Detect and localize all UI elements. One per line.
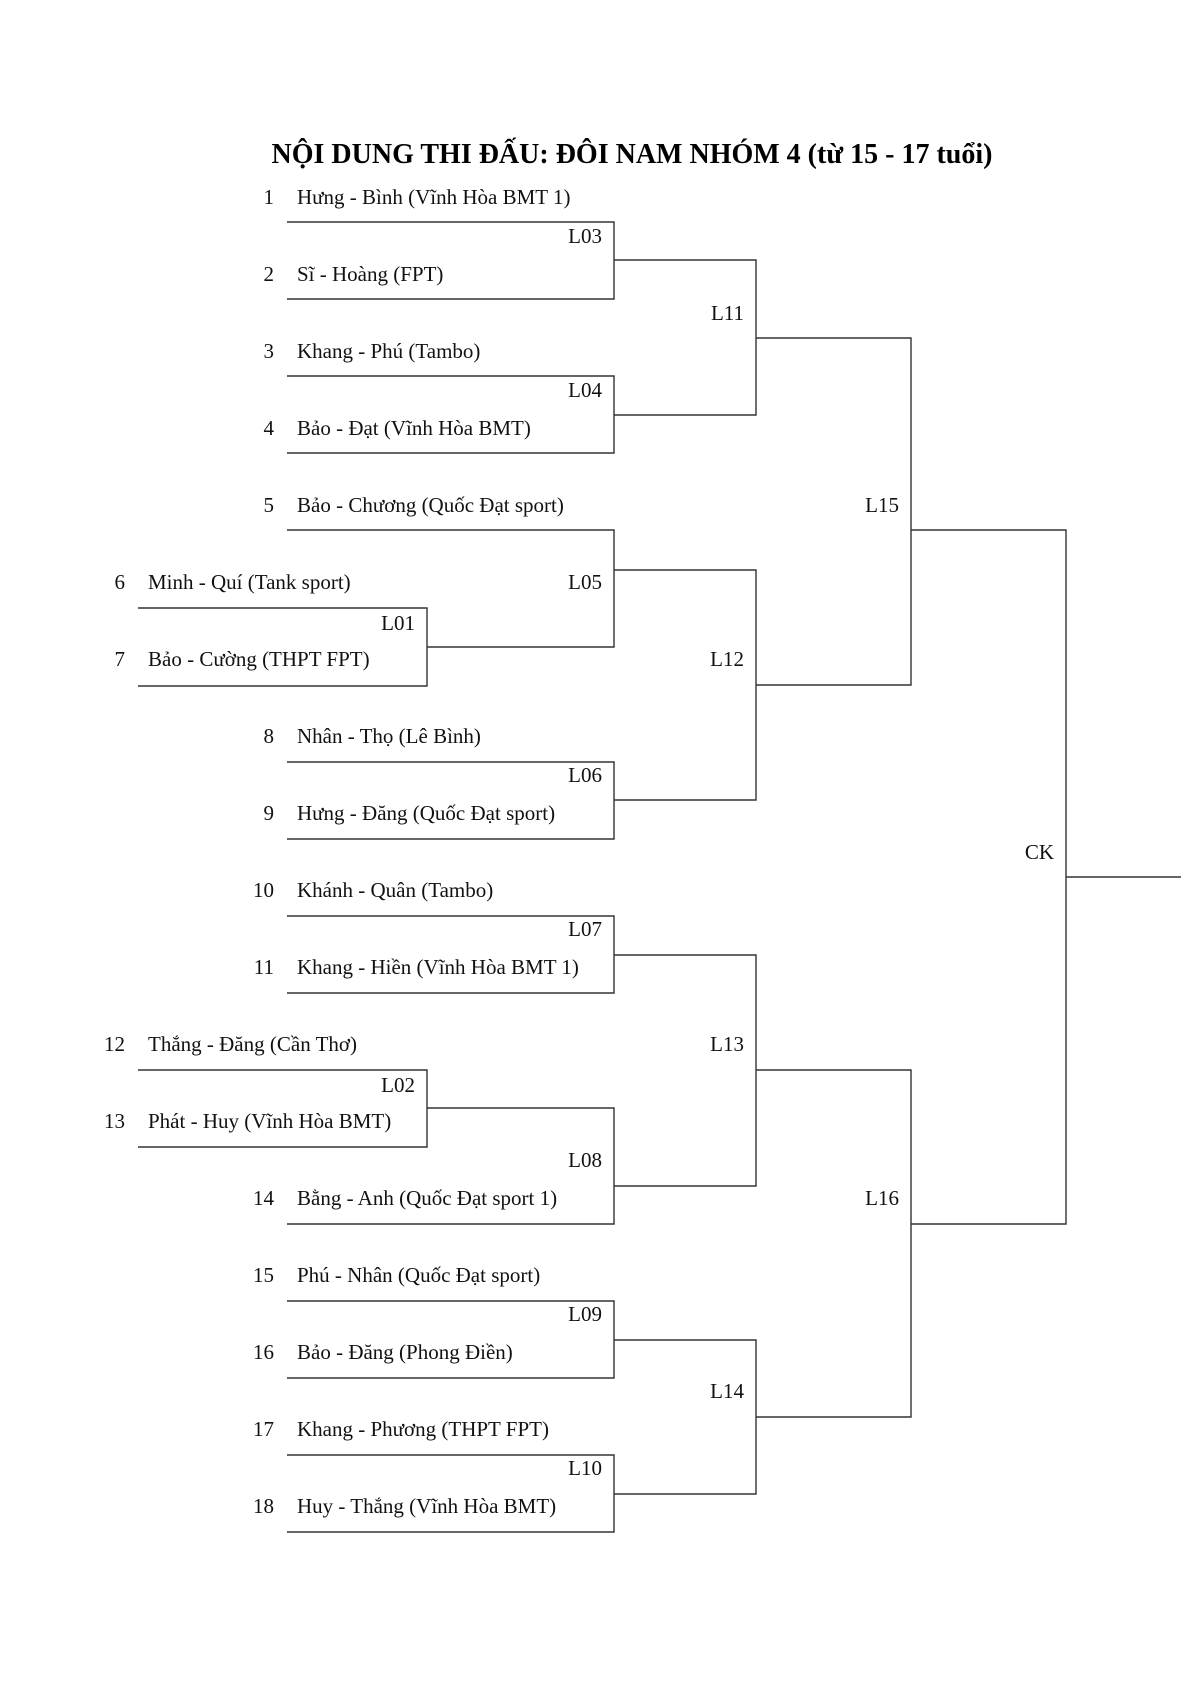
- team-seed: 3: [264, 339, 275, 363]
- team-name: Bảo - Chương (Quốc Đạt sport): [297, 493, 564, 517]
- team-name: Sĩ - Hoàng (FPT): [297, 262, 443, 286]
- team-name: Bảo - Đạt (Vĩnh Hòa BMT): [297, 416, 531, 440]
- bracket-line-l11: [614, 259, 757, 416]
- team-name: Minh - Quí (Tank sport): [148, 570, 351, 594]
- team-seed: 1: [264, 185, 275, 209]
- team-name: Khang - Hiền (Vĩnh Hòa BMT 1): [297, 955, 579, 979]
- team-name: Khang - Phú (Tambo): [297, 339, 480, 363]
- match-label-l08: L08: [568, 1148, 602, 1172]
- team-seed: 7: [115, 647, 126, 671]
- team-seed: 18: [253, 1494, 274, 1518]
- team-name: Khánh - Quân (Tambo): [297, 878, 493, 902]
- match-label-l02: L02: [381, 1073, 415, 1097]
- team-seed: 10: [253, 878, 274, 902]
- match-label-l04: L04: [568, 378, 602, 402]
- team-seed: 13: [104, 1109, 125, 1133]
- bracket-lines: [138, 221, 1181, 1533]
- match-label-l12: L12: [710, 647, 744, 671]
- match-label-final: CK: [1025, 840, 1054, 864]
- bracket-line-l13: [614, 954, 757, 1187]
- bracket-line-l05: [287, 529, 615, 648]
- team-seed: 9: [264, 801, 275, 825]
- team-seed: 8: [264, 724, 275, 748]
- bracket-line-final: [911, 529, 1067, 1225]
- team-seed: 6: [115, 570, 126, 594]
- match-label-l14: L14: [710, 1379, 744, 1403]
- team-name: Thắng - Đăng (Cần Thơ): [148, 1032, 357, 1056]
- team-seed: 5: [264, 493, 275, 517]
- team-seed: 4: [264, 416, 275, 440]
- bracket-line-l15: [756, 337, 912, 686]
- bracket-line-l12: [614, 569, 757, 801]
- page-title: NỘI DUNG THI ĐẤU: ĐÔI NAM NHÓM 4 (từ 15 …: [272, 138, 993, 170]
- team-name: Nhân - Thọ (Lê Bình): [297, 724, 481, 748]
- match-label-l16: L16: [865, 1186, 899, 1210]
- match-label-l05: L05: [568, 570, 602, 594]
- bracket-line-l04: [287, 375, 615, 454]
- match-label-l13: L13: [710, 1032, 744, 1056]
- team-seed: 11: [254, 955, 274, 979]
- match-label-l06: L06: [568, 763, 602, 787]
- match-label-l07: L07: [568, 917, 602, 941]
- bracket-line-l08: [287, 1107, 615, 1225]
- team-seed: 15: [253, 1263, 274, 1287]
- match-label-l11: L11: [711, 301, 744, 325]
- team-seed: 12: [104, 1032, 125, 1056]
- team-name: Phát - Huy (Vĩnh Hòa BMT): [148, 1109, 391, 1133]
- team-name: Bảo - Cường (THPT FPT): [148, 647, 370, 671]
- match-labels: L01 L02 L03 L04 L05 L06 L07 L08 L09 L10 …: [381, 224, 1054, 1480]
- match-label-l03: L03: [568, 224, 602, 248]
- team-name: Phú - Nhân (Quốc Đạt sport): [297, 1263, 540, 1287]
- team-seed: 14: [253, 1186, 275, 1210]
- match-label-l09: L09: [568, 1302, 602, 1326]
- bracket-line-l16: [756, 1069, 912, 1418]
- match-label-l01: L01: [381, 611, 415, 635]
- team-seed: 17: [253, 1417, 274, 1441]
- match-label-l15: L15: [865, 493, 899, 517]
- team-name: Hưng - Bình (Vĩnh Hòa BMT 1): [297, 185, 570, 209]
- team-name: Huy - Thắng (Vĩnh Hòa BMT): [297, 1494, 556, 1518]
- team-seed: 16: [253, 1340, 274, 1364]
- team-name: Hưng - Đăng (Quốc Đạt sport): [297, 801, 555, 825]
- team-seed: 2: [264, 262, 275, 286]
- team-name: Bằng - Anh (Quốc Đạt sport 1): [297, 1186, 557, 1210]
- bracket-line-l03: [287, 221, 615, 300]
- team-entries: 1 Hưng - Bình (Vĩnh Hòa BMT 1) 2 Sĩ - Ho…: [104, 185, 579, 1518]
- bracket-line-l14: [614, 1339, 757, 1495]
- match-label-l10: L10: [568, 1456, 602, 1480]
- team-name: Khang - Phương (THPT FPT): [297, 1417, 549, 1441]
- team-name: Bảo - Đăng (Phong Điền): [297, 1340, 513, 1364]
